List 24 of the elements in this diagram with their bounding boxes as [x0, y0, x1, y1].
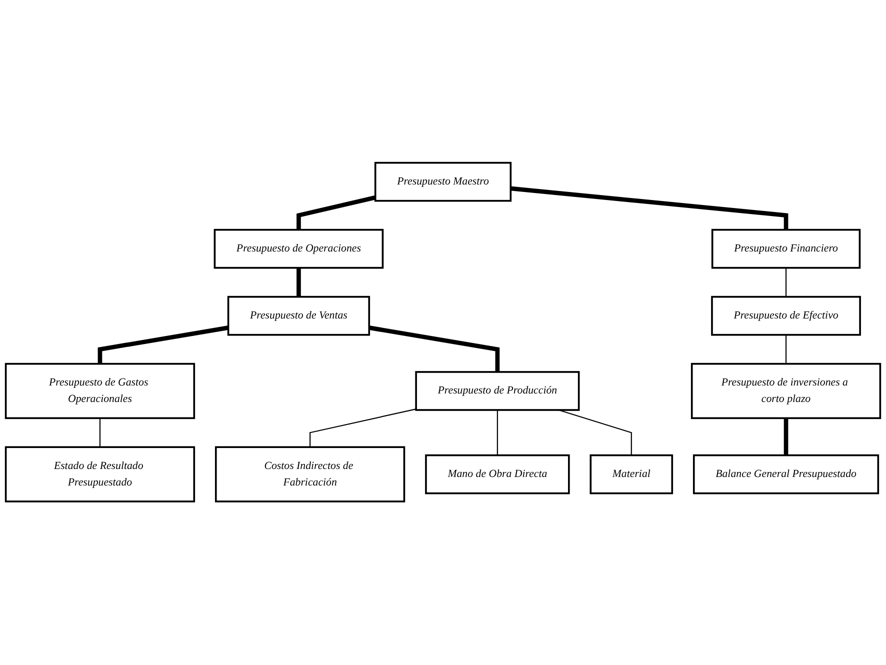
node-box: Presupuesto de Ventas — [227, 296, 370, 336]
connector — [784, 418, 788, 456]
node-box: Mano de Obra Directa — [425, 454, 570, 495]
node-box: Presupuesto de Operaciones — [214, 229, 384, 270]
node-box: Presupuesto de Efectivo — [711, 296, 861, 336]
connector — [98, 326, 229, 364]
node-box: Costos Indirectos de Fabricación — [214, 446, 406, 503]
connector — [785, 335, 787, 364]
connector — [296, 268, 301, 298]
node-box: Estado de Resultado Presupuestado — [4, 446, 196, 503]
connector — [510, 186, 788, 230]
node-box: Presupuesto de Producción — [415, 371, 580, 412]
connector — [310, 408, 416, 448]
node-box: Presupuesto de inversiones a corto plazo — [690, 363, 882, 420]
connector — [99, 418, 101, 448]
connector — [496, 410, 498, 456]
node-box: Balance General Presupuestado — [692, 454, 880, 495]
connector — [296, 196, 376, 230]
node-box: Material — [590, 454, 674, 495]
connector — [785, 268, 787, 298]
node-box: Presupuesto Maestro — [374, 162, 512, 202]
node-box: Presupuesto Financiero — [711, 229, 861, 270]
connector — [368, 326, 500, 372]
node-box: Presupuesto de Gastos Operacionales — [4, 363, 196, 420]
